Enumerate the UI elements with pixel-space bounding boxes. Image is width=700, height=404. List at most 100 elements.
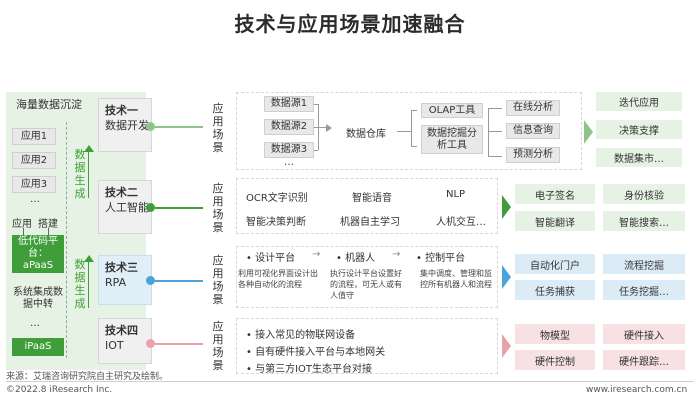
source-ellipsis: … bbox=[284, 157, 294, 168]
tech-3-sub: RPA bbox=[105, 276, 127, 289]
connector bbox=[411, 110, 412, 146]
connector bbox=[488, 156, 502, 157]
row-2-content bbox=[236, 178, 498, 234]
tech-1-box: 技术一 数据开发 bbox=[98, 98, 152, 152]
ai-item-4: 智能决策判断 bbox=[246, 217, 306, 228]
output-4-1: 物模型 bbox=[515, 324, 595, 344]
tech-2-name: 技术二 bbox=[105, 186, 138, 199]
arrow-right-icon bbox=[502, 265, 511, 289]
panel-header: 海量数据沉淀 bbox=[16, 98, 82, 111]
connector bbox=[397, 131, 411, 132]
rpa-desc-1: 利用可视化界面设计出各种自动化的流程 bbox=[238, 269, 318, 289]
output-1-3: 数据集市… bbox=[596, 148, 682, 167]
ellipsis-1: … bbox=[30, 194, 40, 205]
olap-tool: OLAP工具 bbox=[421, 103, 483, 118]
connector bbox=[488, 131, 502, 132]
ai-item-2: 智能语音 bbox=[352, 193, 392, 204]
app-box-2: 应用2 bbox=[12, 152, 56, 169]
output-3-2: 流程挖掘 bbox=[603, 254, 685, 274]
up-arrow-icon bbox=[84, 255, 94, 262]
tech-1-name: 技术一 bbox=[105, 104, 138, 117]
rpa-step-1: • 设计平台 bbox=[246, 253, 296, 264]
scene-label-4: 应用场景 bbox=[212, 320, 224, 372]
row-4-content bbox=[236, 318, 498, 374]
analysis-2: 信息查询 bbox=[506, 123, 560, 139]
arrow-right-icon bbox=[502, 334, 511, 358]
step-arrow-icon: → bbox=[312, 249, 321, 260]
iot-item-3: • 与第三方IOT生态平台对接 bbox=[246, 364, 373, 375]
ai-item-5: 机器自主学习 bbox=[340, 217, 400, 228]
bracket-tick bbox=[314, 150, 318, 151]
output-2-1: 电子签名 bbox=[515, 184, 595, 204]
ai-item-3: NLP bbox=[446, 189, 466, 200]
footer-divider bbox=[6, 381, 694, 382]
tech-2-box: 技术二 人工智能 bbox=[98, 180, 152, 234]
rpa-step-2: • 机器人 bbox=[336, 253, 376, 264]
flow-label-2: 数据生成 bbox=[74, 258, 86, 310]
page-title: 技术与应用场景加速融合 bbox=[234, 12, 466, 36]
rpa-desc-2: 执行设计平台设置好的流程，可无人或有人值守 bbox=[330, 269, 402, 300]
analysis-1: 在线分析 bbox=[506, 100, 560, 116]
build-label: 搭建 bbox=[38, 219, 58, 230]
tech-3-line bbox=[155, 280, 203, 282]
row-3-content bbox=[236, 246, 498, 308]
integration-label: 系统集成数据中转 bbox=[13, 287, 63, 310]
source-1: 数据源1 bbox=[264, 96, 314, 112]
connector bbox=[488, 108, 489, 156]
source-2: 数据源2 bbox=[264, 119, 314, 135]
iot-item-2: • 自有硬件接入平台与本地网关 bbox=[246, 347, 386, 358]
scene-label-3: 应用场景 bbox=[212, 254, 224, 306]
output-4-3: 硬件控制 bbox=[515, 350, 595, 370]
app-box-1: 应用1 bbox=[12, 128, 56, 145]
flow-line-1 bbox=[88, 152, 89, 198]
output-3-3: 任务捕获 bbox=[515, 280, 595, 300]
connector bbox=[411, 146, 417, 147]
tech-3-name: 技术三 bbox=[105, 261, 138, 274]
output-3-4: 任务挖掘… bbox=[603, 280, 685, 300]
ai-item-6: 人机交互… bbox=[436, 217, 486, 228]
ai-item-1: OCR文字识别 bbox=[246, 193, 308, 204]
rpa-step-3: • 控制平台 bbox=[416, 253, 466, 264]
copyright: ©2022.8 iResearch Inc. bbox=[6, 385, 113, 395]
output-2-2: 身份核验 bbox=[603, 184, 685, 204]
tech-4-dot bbox=[146, 339, 155, 348]
output-1-2: 决策支撑 bbox=[596, 120, 682, 139]
output-4-2: 硬件接入 bbox=[603, 324, 685, 344]
output-4-4: 硬件跟踪… bbox=[603, 350, 685, 370]
output-1-1: 迭代应用 bbox=[596, 92, 682, 111]
tech-4-box: 技术四 IOT bbox=[98, 318, 152, 364]
tech-4-name: 技术四 bbox=[105, 324, 138, 337]
output-2-3: 智能翻译 bbox=[515, 211, 595, 231]
source-note: 来源：艾瑞咨询研究院自主研究及绘制。 bbox=[6, 372, 169, 382]
mining-tool: 数据挖掘分析工具 bbox=[421, 125, 483, 154]
tech-4-line bbox=[155, 343, 203, 345]
tech-2-sub: 人工智能 bbox=[105, 201, 149, 214]
divider-dashed bbox=[66, 122, 67, 358]
lowcode-apaas-box: 低代码平台：aPaaS bbox=[12, 235, 64, 273]
output-2-4: 智能搜索… bbox=[603, 211, 685, 231]
connector-line bbox=[23, 228, 24, 236]
ipaas-box: iPaaS bbox=[12, 338, 64, 356]
ellipsis-2: … bbox=[30, 318, 40, 329]
flow-label-1: 数据生成 bbox=[74, 148, 86, 200]
tech-3-box: 技术三 RPA bbox=[98, 255, 152, 305]
tech-1-sub: 数据开发 bbox=[105, 119, 149, 132]
connector bbox=[488, 108, 502, 109]
tech-2-line bbox=[155, 207, 203, 209]
app-label: 应用 bbox=[12, 219, 32, 230]
scene-label-1: 应用场景 bbox=[212, 102, 224, 154]
tech-4-sub: IOT bbox=[105, 339, 124, 352]
connector bbox=[411, 110, 417, 111]
arrow-right-icon bbox=[502, 195, 511, 219]
output-3-1: 自动化门户 bbox=[515, 254, 595, 274]
arrow-right-icon bbox=[584, 120, 593, 144]
arrow-icon bbox=[326, 124, 332, 132]
scene-label-2: 应用场景 bbox=[212, 182, 224, 234]
tech-3-dot bbox=[146, 276, 155, 285]
tech-2-dot bbox=[146, 203, 155, 212]
tech-1-dot bbox=[146, 122, 155, 131]
rpa-desc-3: 集中调度、管理和监控所有机器人和流程 bbox=[420, 269, 492, 289]
iot-item-1: • 接入常见的物联网设备 bbox=[246, 330, 356, 341]
analysis-3: 预测分析 bbox=[506, 147, 560, 163]
website: www.iresearch.com.cn bbox=[586, 385, 688, 395]
